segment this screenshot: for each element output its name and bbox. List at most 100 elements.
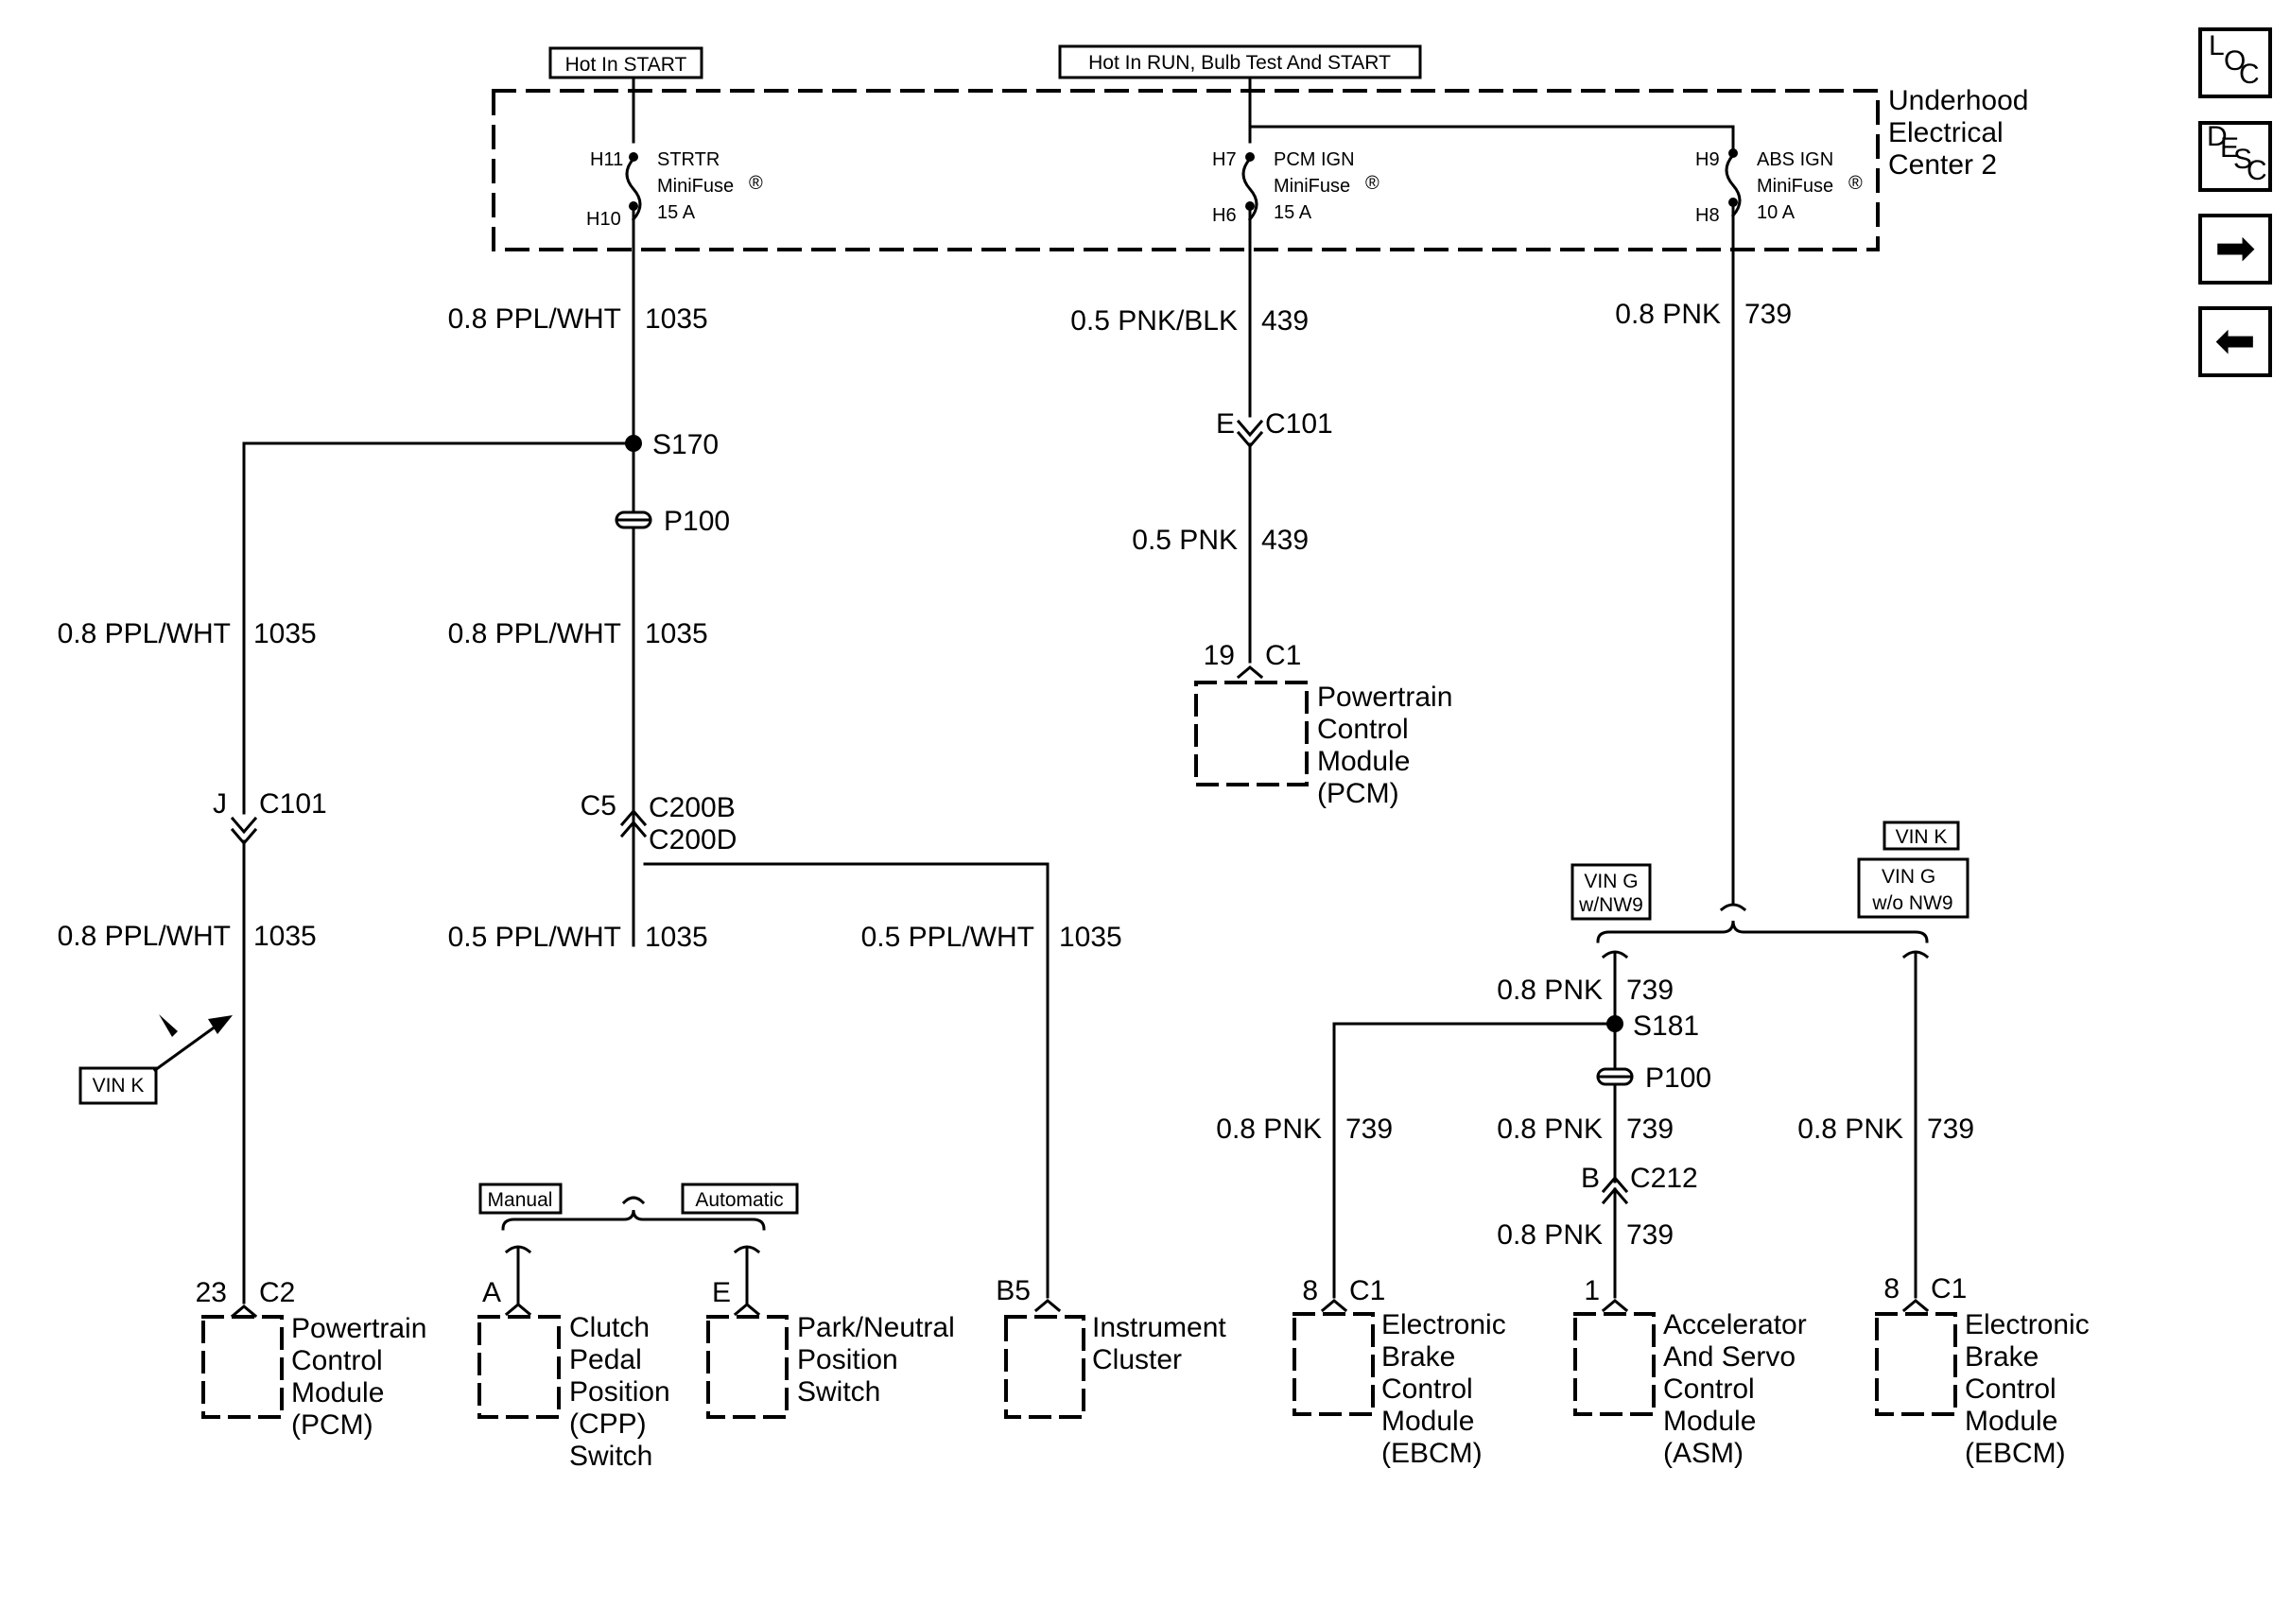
fuse-block-title-2: Electrical bbox=[1888, 117, 2004, 148]
cpp-switch-component bbox=[477, 1315, 561, 1419]
desc-icon-e: E bbox=[2220, 132, 2239, 164]
ebcm-right-line-3: Control bbox=[1965, 1373, 2056, 1405]
pin-8-right: 8 bbox=[1883, 1273, 1900, 1304]
wire-circuit-4: 1035 bbox=[253, 618, 317, 649]
hot-in-run-box bbox=[1058, 44, 1422, 79]
splice-s170-dot bbox=[625, 435, 642, 452]
ebcm-right-line-4: Module bbox=[1965, 1406, 2057, 1437]
arrow-right-icon: ➡ bbox=[2214, 220, 2256, 277]
connector-c212: C212 bbox=[1630, 1163, 1698, 1194]
loc-icon-o: O bbox=[2224, 45, 2246, 77]
pin-a: A bbox=[482, 1277, 501, 1308]
pcm-left-line-2: Control bbox=[291, 1345, 383, 1376]
wire-color-2: 0.8 PPL/WHT bbox=[448, 618, 621, 649]
cpp-line-2: Pedal bbox=[569, 1344, 642, 1375]
fuse-pcm-ign-name: PCM IGN bbox=[1274, 149, 1355, 170]
pcm-component-top bbox=[1194, 681, 1309, 786]
desc-button[interactable] bbox=[2198, 121, 2272, 192]
pin-e-c101: E bbox=[1216, 408, 1235, 440]
loc-icon-c: C bbox=[2239, 59, 2260, 90]
instrument-cluster-component bbox=[1004, 1315, 1085, 1419]
wire-circuit-12: 739 bbox=[1626, 1219, 1674, 1251]
wire-circuit-2: 1035 bbox=[645, 618, 708, 649]
ebcm-component-right bbox=[1875, 1312, 1957, 1416]
asm-line-2: And Servo bbox=[1663, 1341, 1796, 1373]
loc-icon-l: L bbox=[2209, 30, 2225, 61]
fuse-strtr-type: MiniFuse bbox=[657, 176, 734, 197]
asm-line-4: Module bbox=[1663, 1406, 1756, 1437]
p100-label-right: P100 bbox=[1645, 1063, 1711, 1094]
ebcm-left-line-4: Module bbox=[1381, 1406, 1474, 1437]
fuse-abs-ign-name: ABS IGN bbox=[1757, 149, 1833, 170]
ebcm-left-line-5: (EBCM) bbox=[1381, 1438, 1483, 1469]
fuse-pcm-ign-type: MiniFuse bbox=[1274, 176, 1350, 197]
cpp-line-1: Clutch bbox=[569, 1312, 650, 1343]
arrow-left-icon: ⬅ bbox=[2214, 313, 2256, 370]
asm-line-5: (ASM) bbox=[1663, 1438, 1744, 1469]
wire-color-6: 0.5 PPL/WHT bbox=[861, 922, 1034, 953]
wire-color-9: 0.8 PNK bbox=[1615, 299, 1721, 330]
fuse-h6: H6 bbox=[1212, 205, 1237, 226]
connector-c1-ebcm-right: C1 bbox=[1931, 1273, 1967, 1304]
pcm-top-line-1: Powertrain bbox=[1317, 682, 1452, 713]
connector-c101-right: C101 bbox=[1265, 408, 1333, 440]
p100-connector-symbol-right bbox=[1596, 1067, 1634, 1086]
desc-icon-c: C bbox=[2247, 155, 2267, 186]
wire-color-13: 0.8 PNK bbox=[1216, 1114, 1322, 1145]
fuse-strtr-rating: 15 A bbox=[657, 202, 696, 223]
reg-mark-1: ® bbox=[749, 173, 763, 194]
ebcm-left-line-2: Brake bbox=[1381, 1341, 1455, 1373]
wire-color-11: 0.8 PNK bbox=[1497, 1114, 1603, 1145]
fuse-abs-ign-type: MiniFuse bbox=[1757, 176, 1833, 197]
ebcm-right-line-5: (EBCM) bbox=[1965, 1438, 2066, 1469]
fuse-h11: H11 bbox=[590, 149, 623, 170]
previous-button[interactable] bbox=[2198, 306, 2272, 377]
pnp-line-1: Park/Neutral bbox=[797, 1312, 955, 1343]
fuse-abs-ign-rating: 10 A bbox=[1757, 202, 1796, 223]
pnp-switch-component bbox=[706, 1315, 789, 1419]
vin-g-wo-nw9-box bbox=[1857, 857, 1969, 919]
splice-s170-label: S170 bbox=[652, 429, 719, 460]
reg-mark-3: ® bbox=[1848, 173, 1863, 194]
connector-c200b: C200B bbox=[649, 792, 736, 823]
p100-connector-symbol bbox=[615, 510, 652, 529]
vin-k-label-right: VIN K bbox=[1896, 826, 1948, 848]
pcm-top-line-2: Control bbox=[1317, 714, 1409, 745]
next-button[interactable] bbox=[2198, 214, 2272, 285]
pnp-line-2: Position bbox=[797, 1344, 898, 1375]
manual-label: Manual bbox=[488, 1189, 553, 1211]
wire-circuit-1: 1035 bbox=[645, 303, 708, 335]
connector-c1-ebcm-left: C1 bbox=[1349, 1275, 1385, 1306]
wire-color-4: 0.8 PPL/WHT bbox=[58, 618, 231, 649]
fuse-h7: H7 bbox=[1212, 149, 1237, 170]
asm-line-1: Accelerator bbox=[1663, 1309, 1807, 1340]
pin-j: J bbox=[213, 788, 227, 820]
hot-in-run-label: Hot In RUN, Bulb Test And START bbox=[1088, 52, 1391, 74]
fuse-pcm-ign-rating: 15 A bbox=[1274, 202, 1312, 223]
asm-component bbox=[1573, 1312, 1656, 1416]
pcm-component-left bbox=[201, 1315, 284, 1419]
wire-color-3: 0.5 PPL/WHT bbox=[448, 922, 621, 953]
p100-label-left: P100 bbox=[664, 506, 730, 537]
vin-k-box-right bbox=[1883, 821, 1960, 851]
fuse-h8: H8 bbox=[1695, 205, 1720, 226]
ipc-line-2: Cluster bbox=[1092, 1344, 1182, 1375]
vin-g-label-2: VIN G bbox=[1882, 866, 1935, 888]
connector-c101-left: C101 bbox=[259, 788, 327, 820]
pcm-ign-fuse-symbol bbox=[1241, 156, 1258, 418]
wire-color-5: 0.8 PPL/WHT bbox=[58, 921, 231, 952]
vin-k-box-left bbox=[78, 1066, 158, 1105]
pcm-top-line-3: Module bbox=[1317, 746, 1410, 777]
wire-circuit-5: 1035 bbox=[253, 921, 317, 952]
wire-color-12: 0.8 PNK bbox=[1497, 1219, 1603, 1251]
loc-button[interactable] bbox=[2198, 27, 2272, 98]
underhood-electrical-center-2 bbox=[492, 89, 1880, 251]
hot-in-start-box bbox=[548, 46, 703, 79]
pin-19: 19 bbox=[1204, 640, 1235, 671]
pin-c5: C5 bbox=[581, 790, 616, 821]
abs-ign-fuse-symbol bbox=[1725, 152, 1742, 905]
ebcm-right-line-2: Brake bbox=[1965, 1341, 2039, 1373]
pin-e-pnp: E bbox=[712, 1277, 731, 1308]
wire-circuit-13: 739 bbox=[1345, 1114, 1393, 1145]
connector-c1-pcm: C1 bbox=[1265, 640, 1301, 671]
